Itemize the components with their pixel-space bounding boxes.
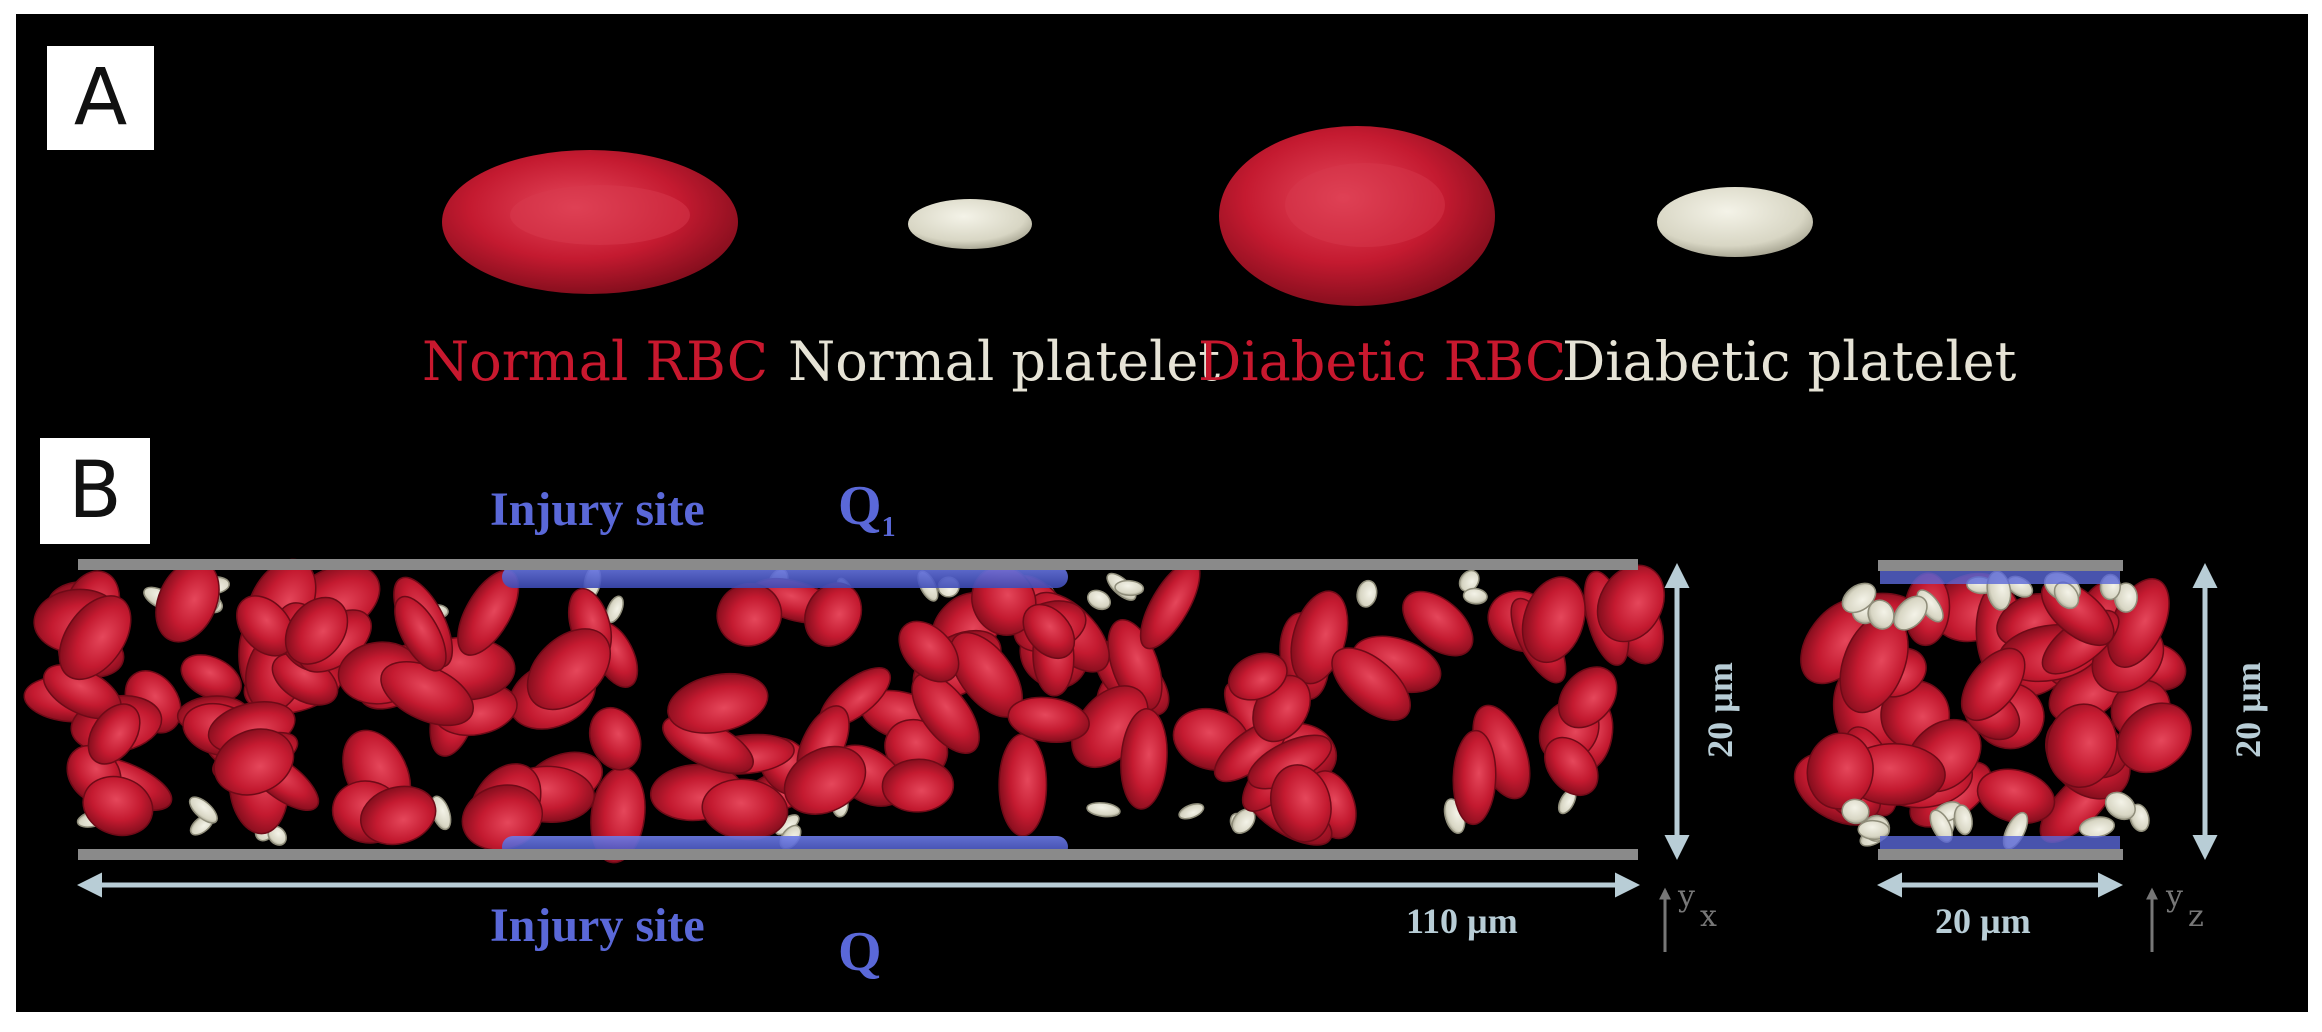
rbc-icon xyxy=(1806,732,1874,810)
rbc-icon xyxy=(1452,729,1497,826)
flow-q1-letter: Q xyxy=(838,475,882,537)
diabetic-rbc-icon xyxy=(1219,126,1495,306)
rbc-icon xyxy=(1521,576,1586,664)
rbc-icon xyxy=(1120,708,1168,810)
rbc-icon xyxy=(898,620,960,683)
rbc-icon xyxy=(911,672,980,754)
injury-site-top-band xyxy=(502,566,1068,588)
rbc-icon xyxy=(284,596,349,665)
rbc-icon xyxy=(1022,603,1076,660)
panel-a-background xyxy=(16,14,2308,436)
rbc-icon xyxy=(1007,696,1090,743)
rbc-icon xyxy=(667,673,769,734)
width-dimension-label: 20 µm xyxy=(1935,901,2031,941)
axis-y-side-label: y xyxy=(1678,879,1695,914)
platelet-icon xyxy=(1867,599,1895,630)
platelet-icon xyxy=(1857,819,1890,841)
rbc-icon xyxy=(1331,647,1411,721)
panel-label-b: B xyxy=(40,438,150,544)
rbc-icon xyxy=(213,728,295,796)
cross-height-dimension-label: 20 µm xyxy=(2228,662,2268,758)
platelet-icon xyxy=(1893,595,1928,631)
axis-z-cross-label: z xyxy=(2188,899,2204,934)
flow-q1-label: Q1 xyxy=(838,478,896,542)
side-height-dimension-label: 20 µm xyxy=(1700,662,1740,758)
rbc-icon xyxy=(1543,736,1599,796)
injury-site-top-label: Injury site xyxy=(490,483,705,536)
flow-q1-subscript: 1 xyxy=(881,512,896,544)
rbc-icon xyxy=(87,703,141,765)
rbc-icon xyxy=(881,758,955,813)
platelet-icon xyxy=(1953,804,1973,836)
platelet-icon xyxy=(1178,803,1205,820)
platelet-icon xyxy=(1356,579,1378,608)
rbc-icon xyxy=(588,706,642,771)
rbc-icon xyxy=(998,733,1048,837)
rbc-icon xyxy=(1976,768,2056,824)
rbc-icon xyxy=(783,745,867,815)
rbc-icon xyxy=(394,595,447,672)
platelet-icon xyxy=(1086,801,1121,818)
rbc-icon xyxy=(526,628,612,711)
diabetic-platelet-icon xyxy=(1657,187,1813,257)
normal-platelet-icon xyxy=(908,199,1032,249)
platelet-icon xyxy=(1086,589,1112,611)
cross-wall-bottom xyxy=(1878,849,2123,860)
vessel-wall-bottom xyxy=(78,849,1638,860)
platelet-icon xyxy=(1462,587,1488,605)
platelet-icon xyxy=(1841,798,1870,825)
rbc-icon xyxy=(1270,764,1332,843)
platelet-icon xyxy=(1841,582,1877,614)
normal-platelet-label: Normal platelet xyxy=(788,330,1221,393)
rbc-icon xyxy=(58,595,132,681)
rbc-icon xyxy=(2046,703,2118,789)
cross-injury-bottom xyxy=(1880,836,2120,850)
flow-q-label: Q xyxy=(838,921,882,983)
side-view-cells xyxy=(23,558,1666,864)
platelet-icon xyxy=(188,796,218,824)
cross-section-cells xyxy=(1793,570,2192,850)
rbc-icon xyxy=(82,775,154,837)
vessel-wall-top xyxy=(78,559,1638,570)
panel-label-a: A xyxy=(47,46,154,150)
rbc-icon xyxy=(2116,702,2192,774)
axis-y-cross-label: y xyxy=(2166,879,2183,914)
injury-site-bottom-label: Injury site xyxy=(490,899,705,952)
rbc-icon xyxy=(1596,564,1666,643)
axis-x-side-label: x xyxy=(1700,899,1717,934)
diabetic-platelet-label: Diabetic platelet xyxy=(1562,330,2017,393)
length-dimension-label: 110 µm xyxy=(1406,901,1518,941)
cross-wall-top xyxy=(1878,560,2123,571)
platelet-icon xyxy=(2104,791,2136,821)
rbc-icon xyxy=(180,654,242,702)
rbc-icon xyxy=(1402,590,1474,657)
diabetic-rbc-label: Diabetic RBC xyxy=(1198,330,1567,393)
platelet-icon xyxy=(1458,569,1480,593)
platelet-icon xyxy=(1114,579,1145,597)
cross-injury-top xyxy=(1880,570,2120,584)
normal-rbc-icon xyxy=(442,150,738,294)
rbc-icon xyxy=(1557,666,1618,729)
rbc-icon xyxy=(360,785,437,846)
rbc-icon xyxy=(1960,647,2026,722)
normal-rbc-label: Normal RBC xyxy=(422,330,769,393)
rbc-icon xyxy=(1227,652,1288,701)
